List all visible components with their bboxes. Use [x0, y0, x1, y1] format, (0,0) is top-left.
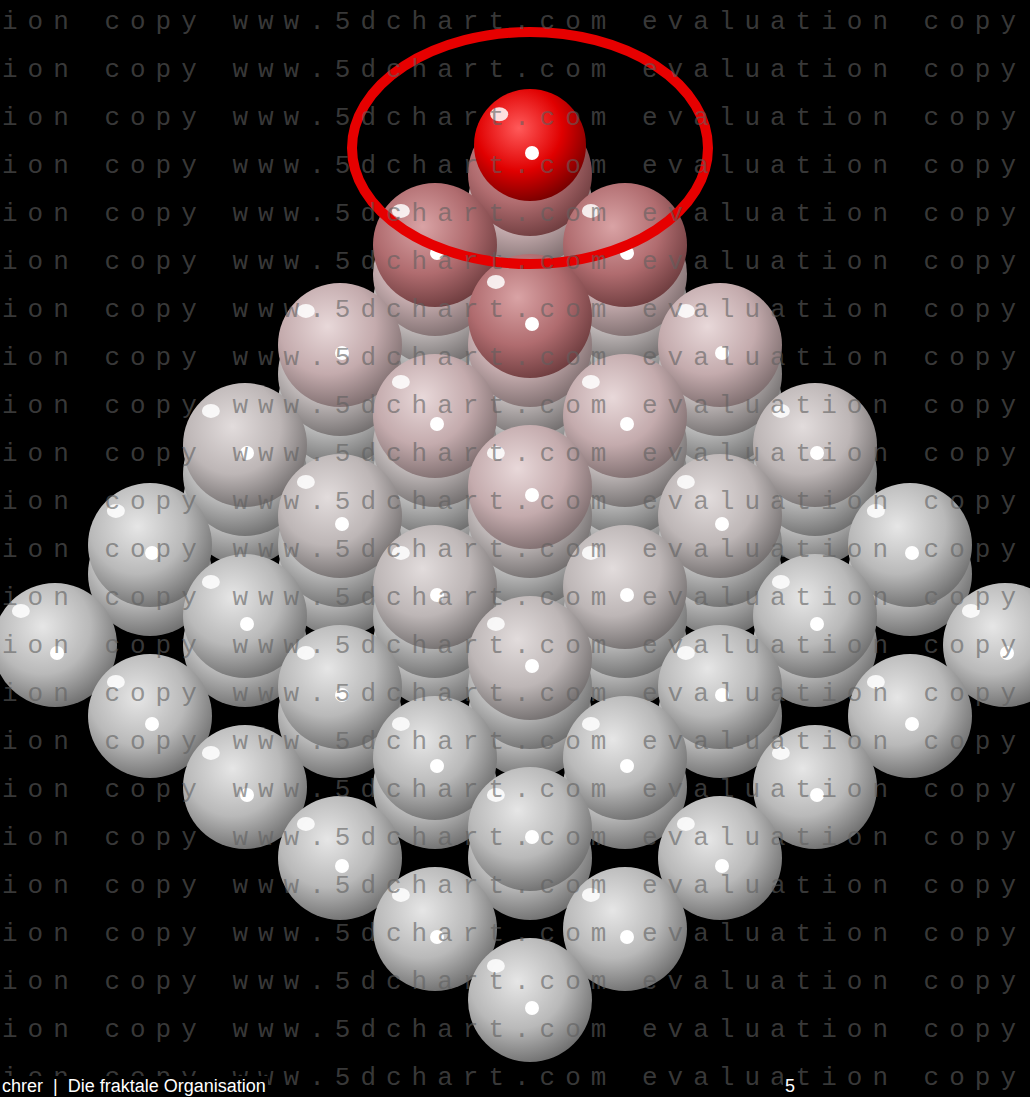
sphere-gloss [525, 1001, 539, 1015]
sphere-gloss [297, 475, 315, 489]
watermark-text: ion copy www.5dchart.com evaluation copy [2, 1015, 1026, 1045]
watermark-text: ion copy www.5dchart.com evaluation copy [2, 55, 1026, 85]
sphere-gloss [715, 517, 729, 531]
watermark-text: ion copy www.5dchart.com evaluation copy [2, 775, 1026, 805]
watermark-text: ion copy www.5dchart.com evaluation copy [2, 199, 1026, 229]
sphere-gloss [525, 659, 539, 673]
watermark-text: ion copy www.5dchart.com evaluation copy [2, 631, 1026, 661]
sphere-gloss [677, 475, 695, 489]
watermark-text: ion copy www.5dchart.com evaluation copy [2, 967, 1026, 997]
sphere-gloss [810, 617, 824, 631]
watermark-text: ion copy www.5dchart.com evaluation copy [2, 151, 1026, 181]
watermark-text: ion copy www.5dchart.com evaluation copy [2, 583, 1026, 613]
watermark-text: ion copy www.5dchart.com evaluation copy [2, 487, 1026, 517]
sphere-gloss [620, 759, 634, 773]
sphere-gloss [392, 375, 410, 389]
watermark-text: ion copy www.5dchart.com evaluation copy [2, 391, 1026, 421]
sphere-gloss [335, 859, 349, 873]
sphere-gloss [487, 617, 505, 631]
watermark-text: ion copy www.5dchart.com evaluation copy [2, 919, 1026, 949]
sphere-gloss [335, 517, 349, 531]
sphere-gloss [582, 375, 600, 389]
sphere-gloss [430, 759, 444, 773]
watermark-text: ion copy www.5dchart.com evaluation copy [2, 871, 1026, 901]
watermark-text: ion copy www.5dchart.com evaluation copy [2, 535, 1026, 565]
watermark-text: ion copy www.5dchart.com evaluation copy [2, 247, 1026, 277]
footer-text: chrer | Die fraktale Organisation [0, 1076, 268, 1096]
watermark-text: ion copy www.5dchart.com evaluation copy [2, 679, 1026, 709]
watermark-text: ion copy www.5dchart.com evaluation copy [2, 439, 1026, 469]
watermark-text: ion copy www.5dchart.com evaluation copy [2, 295, 1026, 325]
watermark-text: ion copy www.5dchart.com evaluation copy [2, 823, 1026, 853]
page-number: 5 [783, 1076, 797, 1096]
watermark-text: ion copy www.5dchart.com evaluation copy [2, 343, 1026, 373]
sphere-gloss [715, 859, 729, 873]
watermark-text: ion copy www.5dchart.com evaluation copy [2, 727, 1026, 757]
sphere-gloss [487, 275, 505, 289]
watermark-text: ion copy www.5dchart.com evaluation copy [2, 103, 1026, 133]
watermark-text: ion copy www.5dchart.com evaluation copy [2, 7, 1026, 37]
sphere-gloss [240, 617, 254, 631]
